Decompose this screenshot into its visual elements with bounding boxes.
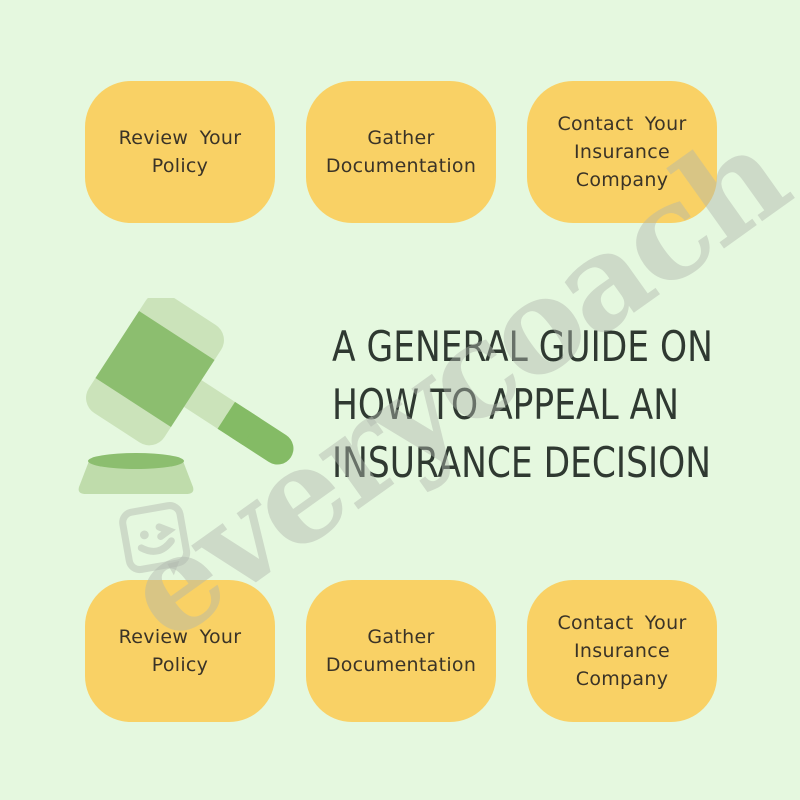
step-card-label-line: Review Your bbox=[118, 127, 242, 149]
gavel-mallet bbox=[86, 298, 294, 465]
logo-bubble-tail bbox=[167, 560, 180, 576]
step-card-label-line: Review Your bbox=[118, 626, 242, 648]
page-title: A GENERAL GUIDE ON HOW TO APPEAL AN INSU… bbox=[332, 318, 726, 492]
logo-left-eye bbox=[139, 530, 149, 540]
step-card-label-line: Insurance bbox=[574, 640, 670, 662]
step-card-label-line: Policy bbox=[151, 155, 209, 177]
step-card-label-line: Company bbox=[575, 668, 669, 690]
title-line-1: A GENERAL GUIDE ON bbox=[332, 322, 713, 371]
step-card-label-line: Gather bbox=[367, 127, 435, 149]
gavel-handle-grip-edge bbox=[217, 401, 261, 446]
step-card-label-line: Insurance bbox=[574, 141, 670, 163]
title-line-2: HOW TO APPEAL AN bbox=[332, 380, 679, 429]
title-line-3: INSURANCE DECISION bbox=[332, 438, 711, 487]
step-card-label-line: Contact Your bbox=[557, 113, 687, 135]
gavel-head-band bbox=[95, 310, 215, 428]
step-card-label-line: Policy bbox=[151, 654, 209, 676]
logo-square-outline bbox=[119, 502, 191, 574]
logo-smile bbox=[137, 537, 175, 555]
step-card-label-line: Documentation bbox=[325, 654, 477, 676]
gavel-sound-block bbox=[78, 461, 194, 494]
gavel-icon bbox=[78, 298, 294, 494]
logo-wink-eye bbox=[155, 523, 176, 541]
step-card-label-line: Contact Your bbox=[557, 612, 687, 634]
step-card-label-line: Company bbox=[575, 169, 669, 191]
gavel-sound-block-rim bbox=[88, 453, 184, 469]
step-card-label-line: Gather bbox=[367, 626, 435, 648]
step-card-label-line: Documentation bbox=[325, 155, 477, 177]
